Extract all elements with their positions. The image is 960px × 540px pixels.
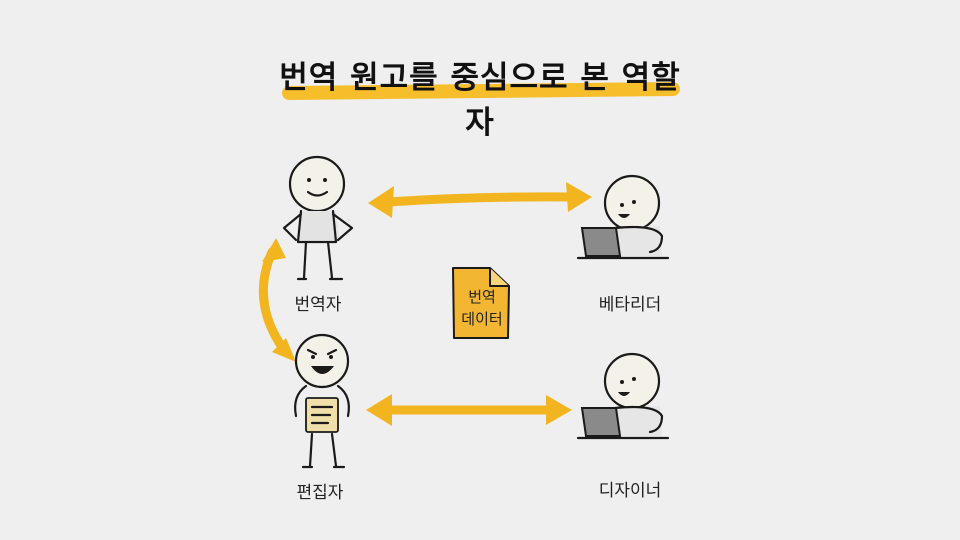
label-designer: 디자이너 (598, 481, 662, 501)
document-label-line1: 번역 (468, 288, 496, 306)
document-icon (452, 267, 510, 339)
label-translator: 번역자 (294, 295, 342, 315)
document-label: 번역 데이터 (452, 286, 512, 330)
arrow-translator-betareader (368, 182, 592, 218)
arrow-translator-editor (258, 238, 296, 362)
label-editor: 편집자 (296, 483, 344, 503)
person-with-laptop-icon-2 (576, 352, 670, 440)
page-title: 번역 원고를 중심으로 본 역할자 (279, 60, 681, 141)
arrow-editor-designer (366, 394, 572, 426)
title-block: 번역 원고를 중심으로 본 역할자 (270, 52, 690, 141)
person-with-laptop-icon (576, 174, 670, 260)
document-label-line2: 데이터 (461, 310, 503, 328)
person-hands-on-hips-icon (282, 155, 354, 281)
person-holding-paper-icon (294, 333, 350, 469)
label-beta-reader: 베타리더 (598, 295, 662, 315)
